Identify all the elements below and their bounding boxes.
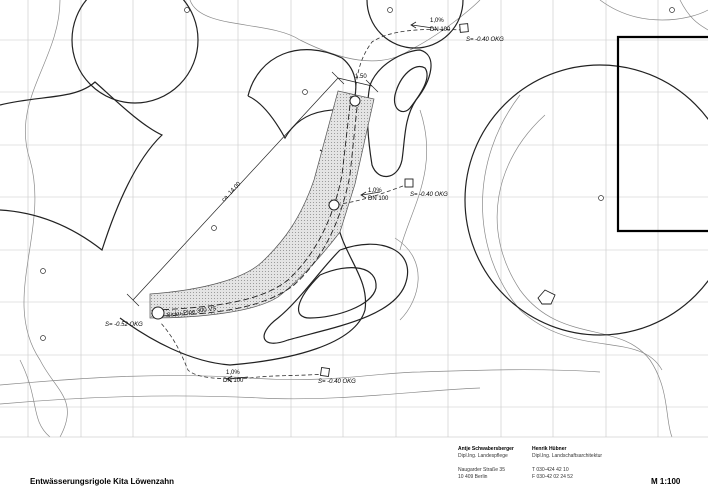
drain-runs: [159, 28, 464, 380]
shaft-top: [349, 95, 361, 107]
small-structure: [537, 289, 556, 305]
label-dn-top: DN 100: [430, 27, 451, 33]
label-dn-bottom: DN 100: [223, 378, 244, 384]
plan-labels: 1,0% DN 100 S= -0.40 OKG 1.50 ca. 14.00 …: [105, 18, 504, 385]
label-okg-bottom: S= -0.40 OKG: [318, 379, 356, 385]
label-dn-mid: DN 100: [368, 196, 389, 202]
gully-mid: [404, 178, 414, 188]
office-1-street: Naugarder Straße 35: [458, 467, 505, 473]
office-1-name: Antje Schwabersberger: [458, 446, 514, 452]
office-2-name: Henrik Hübner: [532, 446, 567, 452]
office-1-role: Dipl.Ing. Landespflege: [458, 453, 508, 459]
office-2: Henrik Hübner Dipl.Ing. Landschaftsarchi…: [532, 446, 602, 481]
label-dim-short: 1.50: [355, 74, 367, 80]
terrain-lines: [0, 0, 708, 437]
tree-markers: [40, 7, 675, 341]
shaft-mid: [328, 199, 340, 211]
office-2-fax: F 030-42 02 24 52: [532, 474, 573, 480]
flow-arrows: [226, 21, 434, 383]
inspection-shafts: [151, 95, 361, 320]
gully-bottom: [319, 366, 331, 378]
label-okg-mid: S= -0.40 OKG: [410, 192, 448, 198]
drawing-scale: M 1:100: [651, 477, 681, 486]
office-2-phone: T 030-424 42 10: [532, 467, 569, 473]
label-slope-top: 1,0%: [430, 18, 444, 24]
office-1-city: 10 409 Berlin: [458, 474, 488, 480]
office-2-role: Dipl.Ing. Landschaftsarchitektur: [532, 453, 603, 459]
label-okg-left: S= -0.52 OKG: [105, 322, 143, 328]
building-outline: [616, 35, 708, 233]
drawing-title: Entwässerungsrigole Kita Löwenzahn: [30, 477, 175, 486]
label-dim-long: ca. 14.00: [221, 181, 243, 204]
label-okg-top: S= -0.40 OKG: [466, 37, 504, 43]
gully-top: [459, 23, 469, 33]
label-slope-bottom: 1,0%: [226, 370, 240, 376]
trench-hatch: [149, 90, 375, 319]
label-slope-mid: 1,0%: [368, 188, 382, 194]
gully-boxes: [319, 23, 556, 378]
shaft-left: [151, 306, 165, 320]
office-1: Antje Schwabersberger Dipl.Ing. Landespf…: [458, 446, 514, 481]
dimension-lines: [126, 71, 379, 307]
